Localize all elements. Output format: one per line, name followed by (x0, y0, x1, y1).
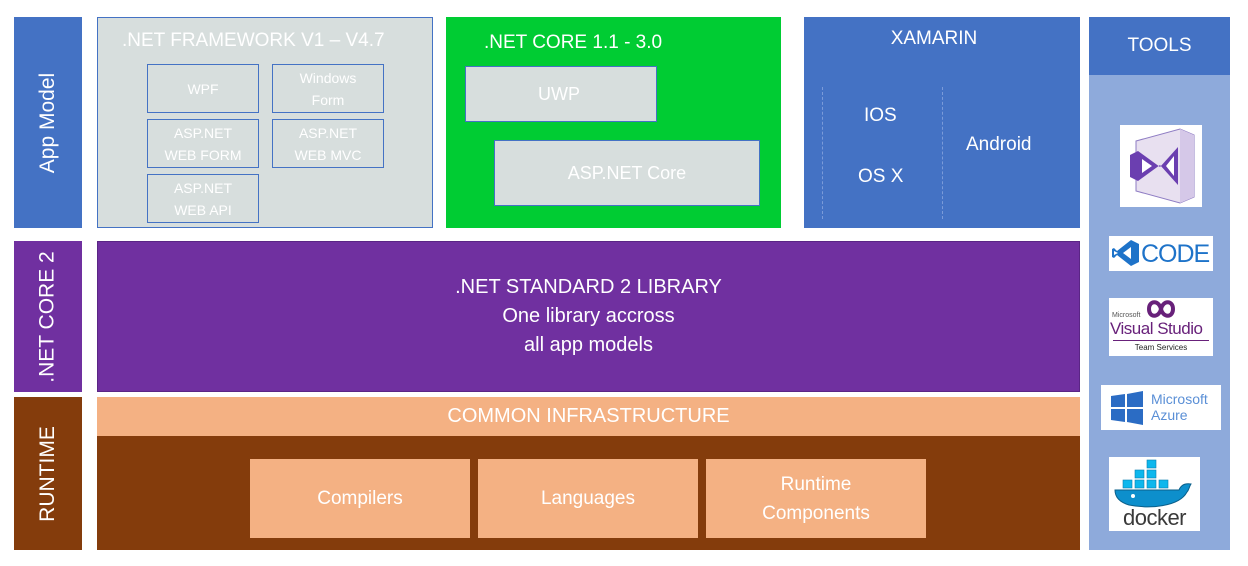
framework-item-windows-form: Windows Form (272, 64, 384, 113)
common-infrastructure-bar: COMMON INFRASTRUCTURE (97, 397, 1080, 436)
framework-item-web-mvc-line2: WEB MVC (294, 146, 362, 163)
framework-item-web-form-line1: ASP.NET (173, 124, 233, 141)
visual-studio-tile (1120, 125, 1202, 207)
runtime-item-compilers: Compilers (249, 458, 471, 539)
xamarin-divider-left (822, 87, 823, 219)
core-item-aspnet-core: ASP.NET Core (494, 140, 760, 206)
xamarin-divider-middle (942, 87, 943, 219)
net-standard-line3: all app models (524, 334, 653, 356)
vsts-icon (1146, 300, 1176, 318)
net-core-title: .NET CORE 1.1 - 3.0 (484, 32, 663, 53)
azure-line1: Microsoft (1151, 391, 1208, 407)
tools-header: TOOLS (1089, 17, 1230, 75)
vscode-text: CODE (1141, 240, 1210, 268)
framework-item-windows-form-line2: Form (311, 91, 345, 108)
row-label-app-model-text: App Model (36, 72, 59, 173)
runtime-item-languages-text: Languages (540, 488, 636, 509)
framework-item-web-form: ASP.NET WEB FORM (147, 119, 259, 168)
framework-item-web-form-line2: WEB FORM (164, 146, 242, 163)
azure-line2: Azure (1151, 407, 1188, 423)
docker-icon (1114, 459, 1192, 508)
net-standard-line2: One library accross (502, 305, 675, 327)
net-core-box: .NET CORE 1.1 - 3.0 UWP ASP.NET Core (446, 17, 781, 228)
framework-item-web-mvc-line1: ASP.NET (298, 124, 358, 141)
vscode-tile: CODE (1109, 236, 1213, 271)
vsts-main-text: Visual Studio (1110, 319, 1203, 338)
framework-item-web-mvc: ASP.NET WEB MVC (272, 119, 384, 168)
xamarin-osx: OS X (858, 166, 904, 187)
framework-item-web-api-line1: ASP.NET (173, 179, 233, 196)
docker-text: docker (1122, 505, 1187, 530)
net-standard-title: .NET STANDARD 2 LIBRARY (455, 276, 722, 298)
row-label-net-core-2: .NET CORE 2 (14, 241, 82, 392)
net-standard-library-box: .NET STANDARD 2 LIBRARY One library accr… (97, 241, 1080, 392)
vsts-small-text: Microsoft (1112, 312, 1141, 319)
vsts-divider (1113, 340, 1209, 341)
runtime-item-components-line2: Components (762, 502, 870, 524)
framework-item-web-api: ASP.NET WEB API (147, 174, 259, 223)
docker-tile: docker (1109, 457, 1200, 531)
row-label-runtime: RUNTIME (14, 397, 82, 550)
common-infrastructure-text: COMMON INFRASTRUCTURE (447, 405, 730, 427)
framework-item-wpf-line1: WPF (187, 80, 219, 97)
vscode-icon (1112, 240, 1139, 266)
runtime-item-compilers-text: Compilers (317, 488, 403, 509)
row-label-app-model: App Model (14, 17, 82, 228)
xamarin-android: Android (966, 134, 1032, 155)
xamarin-ios: IOS (864, 105, 897, 126)
row-label-runtime-text: RUNTIME (36, 425, 60, 522)
visual-studio-icon (1130, 128, 1195, 204)
runtime-item-languages: Languages (477, 458, 699, 539)
net-framework-title: .NET FRAMEWORK V1 – V4.7 (122, 30, 385, 51)
core-item-uwp-text: UWP (538, 83, 580, 104)
runtime-item-components-line1: Runtime (780, 473, 852, 495)
row-label-net-core-2-text: .NET CORE 2 (36, 250, 60, 383)
vsts-sub-text: Team Services (1134, 343, 1188, 352)
xamarin-title: XAMARIN (890, 28, 978, 49)
runtime-item-components: Runtime Components (705, 458, 927, 539)
vsts-tile: Microsoft Visual Studio Team Services (1109, 298, 1213, 356)
framework-item-wpf: WPF (147, 64, 259, 113)
tools-title: TOOLS (1127, 35, 1192, 56)
framework-item-web-api-line2: WEB API (174, 201, 232, 218)
core-item-uwp: UWP (465, 66, 657, 122)
net-framework-box: .NET FRAMEWORK V1 – V4.7 WPF Windows For… (97, 17, 433, 228)
azure-icon (1111, 391, 1143, 425)
core-item-aspnet-core-text: ASP.NET Core (567, 162, 687, 183)
azure-tile: Microsoft Azure (1101, 385, 1221, 430)
framework-item-windows-form-line1: Windows (299, 69, 357, 86)
xamarin-box: XAMARIN IOS OS X Android (804, 17, 1080, 228)
